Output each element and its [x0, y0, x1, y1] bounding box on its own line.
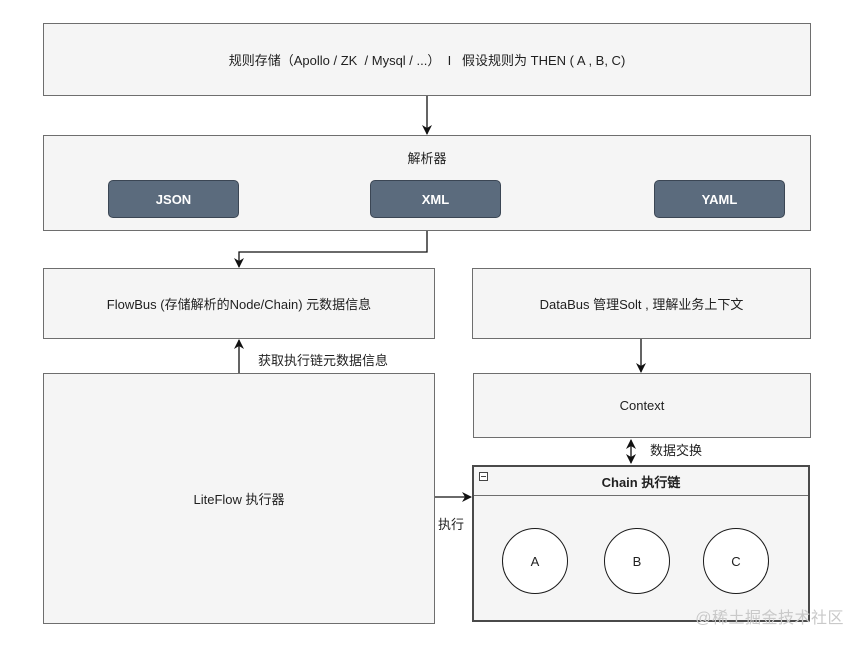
parser-title: 解析器	[407, 151, 447, 166]
chain-node-c: C	[703, 528, 769, 594]
databus-label: DataBus 管理Solt , 理解业务上下文	[539, 297, 744, 312]
parser-box: 解析器 JSON XML YAML	[43, 135, 811, 231]
chain-header: Chain 执行链	[474, 467, 808, 496]
arrow-parser-to-flowbus	[234, 231, 428, 268]
chain-title: Chain 执行链	[601, 474, 681, 490]
xml-format-node: XML	[370, 180, 501, 218]
context-box: Context	[473, 373, 811, 438]
json-format-node: JSON	[108, 180, 239, 218]
edge-label-get-metadata: 获取执行链元数据信息	[258, 350, 389, 369]
chain-node-b: B	[604, 528, 670, 594]
executor-label: LiteFlow 执行器	[193, 492, 285, 507]
rule-storage-box: 规则存储（Apollo / ZK / Mysql / ...） I 假设规则为 …	[43, 23, 811, 96]
edge-label-data-exchange: 数据交换	[650, 440, 703, 459]
yaml-format-node: YAML	[654, 180, 785, 218]
rule-storage-label: 规则存储（Apollo / ZK / Mysql / ...） I 假设规则为 …	[228, 53, 626, 68]
flowbus-box: FlowBus (存储解析的Node/Chain) 元数据信息	[43, 268, 435, 339]
chain-container: Chain 执行链 A B C	[472, 465, 810, 622]
liteflow-executor-box: LiteFlow 执行器	[43, 373, 435, 624]
chain-node-a: A	[502, 528, 568, 594]
collapse-icon[interactable]	[479, 472, 488, 481]
watermark: @稀土掘金技术社区	[695, 610, 844, 627]
context-label: Context	[619, 398, 665, 413]
databus-box: DataBus 管理Solt , 理解业务上下文	[472, 268, 811, 339]
flowbus-label: FlowBus (存储解析的Node/Chain) 元数据信息	[106, 297, 372, 312]
edge-label-execute: 执行	[438, 514, 465, 533]
